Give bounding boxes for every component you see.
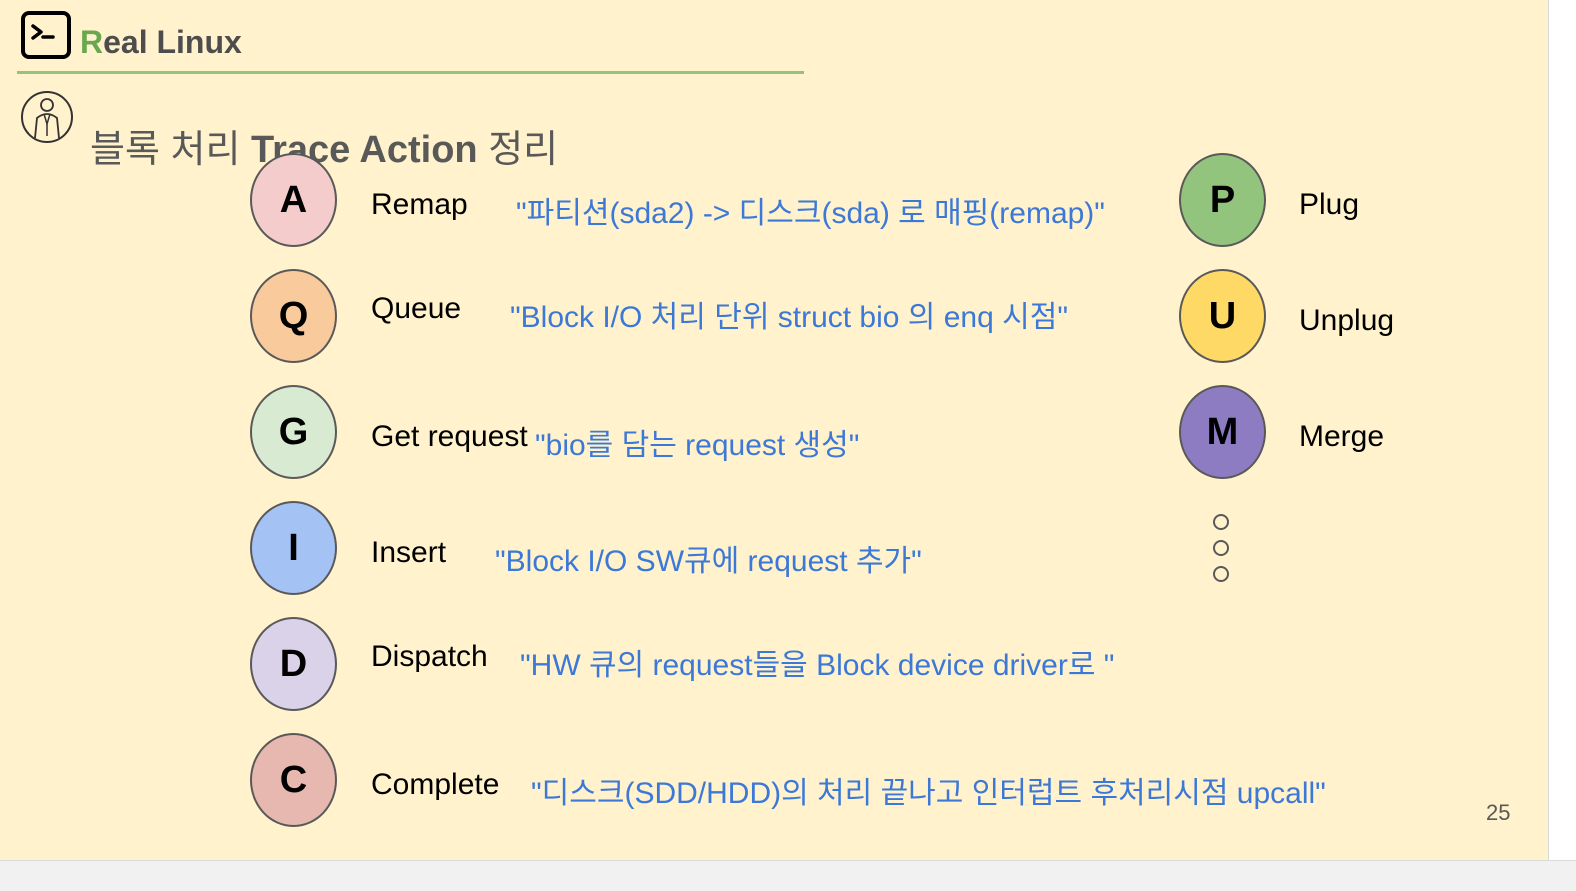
action-description: "디스크(SDD/HDD)의 처리 끝나고 인터럽트 후처리시점 upcall" <box>531 777 1326 810</box>
action-circle-p: P <box>1179 153 1266 247</box>
action-label: Queue <box>371 292 462 325</box>
slide: Real Linux 블록 처리 Trace Action 정리 A Remap… <box>0 0 1548 860</box>
action-circle-i: I <box>250 501 337 595</box>
action-label: Get request <box>371 420 528 453</box>
header-divider <box>17 71 804 74</box>
action-letter: U <box>1208 294 1237 337</box>
side-action-label: Merge <box>1299 420 1385 453</box>
action-label: Insert <box>371 536 447 569</box>
action-circle-m: M <box>1179 385 1266 479</box>
action-circle-g: G <box>250 385 337 479</box>
terminal-icon <box>21 11 71 59</box>
side-action-label: Unplug <box>1299 304 1395 337</box>
ellipsis-dot <box>1213 540 1229 556</box>
ellipsis-dot <box>1213 514 1229 530</box>
action-letter: D <box>279 642 308 685</box>
side-action-label: Plug <box>1299 188 1360 221</box>
action-description: "Block I/O 처리 단위 struct bio 의 enq 시점" <box>510 301 1068 334</box>
action-letter: C <box>279 758 308 801</box>
action-description: "Block I/O SW큐에 request 추가" <box>495 545 922 578</box>
action-letter: P <box>1209 178 1236 221</box>
action-circle-d: D <box>250 617 337 711</box>
action-circle-c: C <box>250 733 337 827</box>
vertical-scrollbar[interactable] <box>1548 0 1576 860</box>
action-label: Dispatch <box>371 640 488 673</box>
action-circle-q: Q <box>250 269 337 363</box>
ellipsis-dot <box>1213 566 1229 582</box>
action-letter: I <box>288 526 299 569</box>
action-description: "HW 큐의 request들을 Block device driver로 " <box>520 649 1115 682</box>
action-description: "파티션(sda2) -> 디스크(sda) 로 매핑(remap)" <box>516 197 1105 230</box>
action-letter: G <box>278 410 309 453</box>
slide-title: 블록 처리 Trace Action 정리 <box>90 129 559 171</box>
page-number: 25 <box>1486 800 1511 825</box>
presenter-icon <box>21 91 73 143</box>
action-letter: M <box>1206 410 1239 453</box>
action-description: "bio를 담는 request 생성" <box>535 429 860 462</box>
action-letter: Q <box>278 294 309 337</box>
action-letter: A <box>279 178 308 221</box>
action-label: Complete <box>371 768 500 801</box>
horizontal-scrollbar[interactable] <box>0 860 1576 891</box>
brand-name: Real Linux <box>80 24 242 60</box>
action-circle-a: A <box>250 153 337 247</box>
action-circle-u: U <box>1179 269 1266 363</box>
action-label: Remap <box>371 188 468 221</box>
